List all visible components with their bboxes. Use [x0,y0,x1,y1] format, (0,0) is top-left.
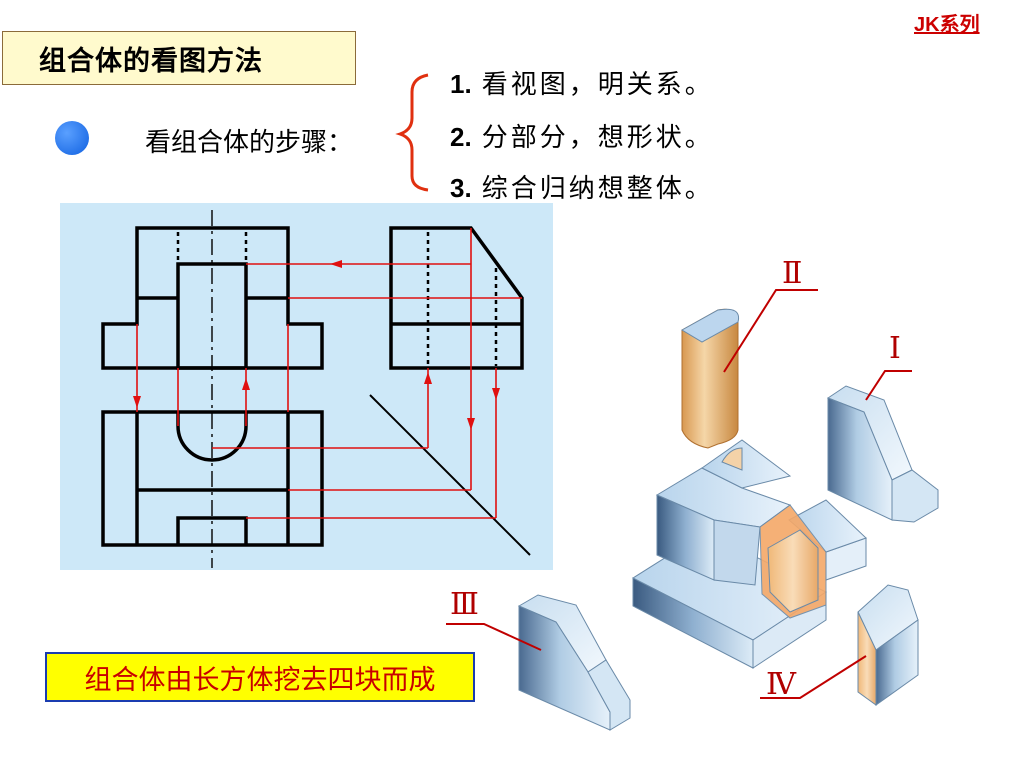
step-3: 3.综合归纳想整体。 [450,173,714,204]
step-2: 2.分部分，想形状。 [450,122,714,153]
conclusion-text: 组合体由长方体挖去四块而成 [84,664,436,696]
part-2-half-cylinder [681,308,740,449]
brace-icon [395,73,429,192]
brand-label: JK系列 [914,14,980,36]
isometric-main-body [631,439,867,669]
steps-label: 看组合体的步骤： [145,128,354,158]
part-1-block [826,385,939,523]
projection-arrows [133,260,500,430]
slide-title-box: 组合体的看图方法 [2,31,356,85]
slide-title: 组合体的看图方法 [39,45,263,77]
part-label-2: Ⅱ [782,256,802,291]
part-label-1: I [889,331,901,366]
three-view-drawing-panel [60,203,553,570]
part-label-4: Ⅳ [766,667,797,702]
part-3-block [517,594,631,731]
conclusion-box: 组合体由长方体挖去四块而成 [45,652,475,702]
leader-lines [446,289,912,699]
bullet-dot-icon [55,121,89,155]
part-label-3: Ⅲ [450,587,479,622]
part-4-block [857,584,919,706]
three-view-drawing [101,210,531,568]
step-1: 1.看视图，明关系。 [450,69,714,100]
